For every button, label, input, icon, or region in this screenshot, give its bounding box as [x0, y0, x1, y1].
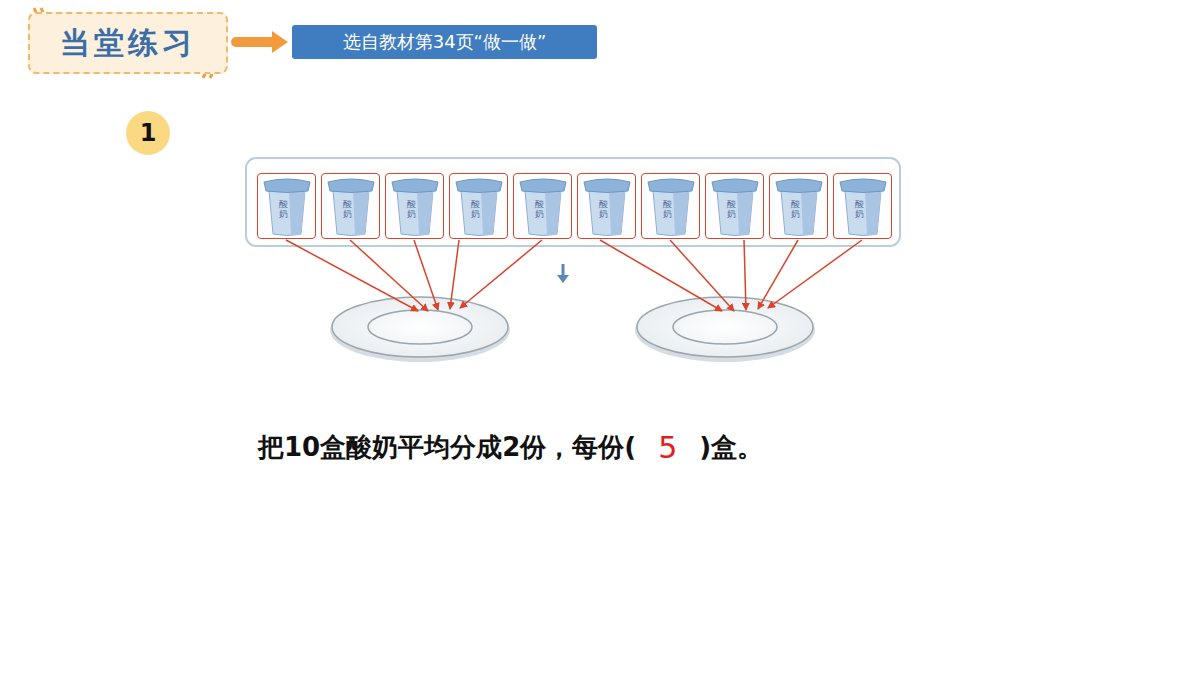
- cup-box: 酸奶: [577, 173, 636, 239]
- cup-label: 酸奶: [535, 200, 544, 220]
- callout-number: 1: [140, 119, 157, 147]
- source-banner: 选自教材第34页“做一做”: [292, 25, 597, 59]
- cup-label: 酸奶: [279, 200, 288, 220]
- cup-label: 酸奶: [599, 200, 608, 220]
- section-title: 当堂练习: [60, 23, 196, 64]
- cup-label: 酸奶: [791, 200, 800, 220]
- down-arrow: [562, 264, 565, 276]
- cup-label: 酸奶: [855, 200, 864, 220]
- down-arrow: [557, 275, 569, 283]
- share-arrow: [286, 240, 862, 311]
- cup-box: 酸奶: [705, 173, 764, 239]
- question-text: )盒。: [699, 430, 763, 465]
- cup-label: 酸奶: [471, 200, 480, 220]
- answer-number: 5: [658, 430, 677, 465]
- question-text: 把10盒酸奶平均分成2份，每份(: [258, 430, 636, 465]
- plate: [635, 297, 815, 362]
- cup-label: 酸奶: [343, 200, 352, 220]
- cup-label: 酸奶: [727, 200, 736, 220]
- cup-panel: [246, 158, 900, 246]
- cup-box: 酸奶: [449, 173, 508, 239]
- source-text: 选自教材第34页“做一做”: [343, 30, 547, 54]
- cup-box: 酸奶: [769, 173, 828, 239]
- cup-box: 酸奶: [513, 173, 572, 239]
- section-badge: 当堂练习: [28, 12, 228, 74]
- cup-box: 酸奶: [833, 173, 892, 239]
- question-sentence: 把10盒酸奶平均分成2份，每份( 5 )盒。: [258, 430, 763, 465]
- cup-box: 酸奶: [385, 173, 444, 239]
- cup-box: 酸奶: [641, 173, 700, 239]
- cup-box: 酸奶: [321, 173, 380, 239]
- cup-label: 酸奶: [407, 200, 416, 220]
- plate: [330, 297, 510, 362]
- exercise-number-circle: 1: [126, 111, 170, 155]
- pointer-arrow: [236, 31, 288, 53]
- cup-label: 酸奶: [663, 200, 672, 220]
- cup-box: 酸奶: [257, 173, 316, 239]
